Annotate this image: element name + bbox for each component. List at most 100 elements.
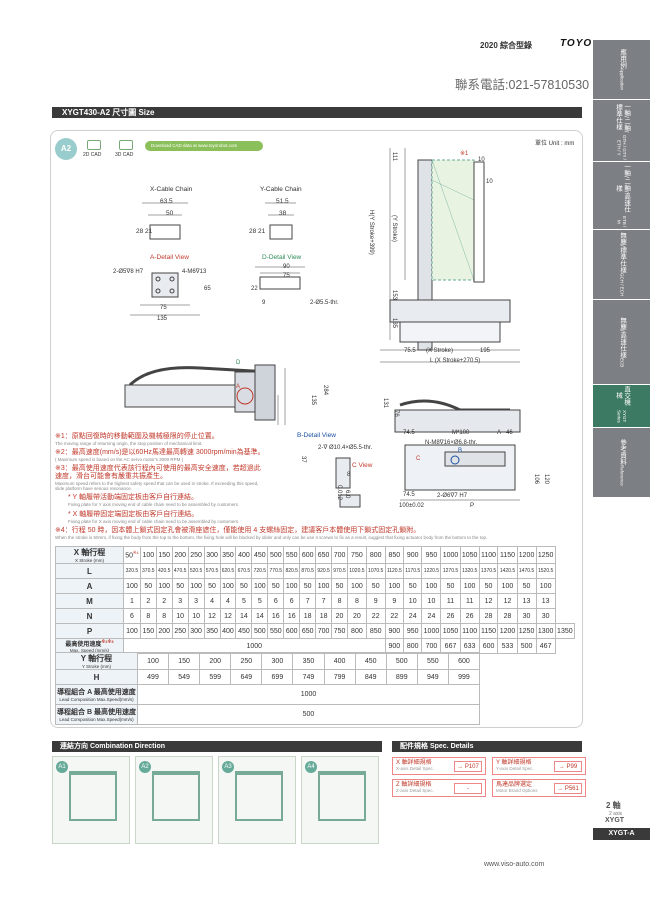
stroke-value: 450: [254, 551, 266, 559]
table-cell: 6: [123, 608, 141, 624]
table-cell: 8: [155, 608, 173, 624]
bottom-dim-9: 100±0.02: [399, 503, 424, 509]
spec-page-link[interactable]: → P107: [454, 761, 482, 772]
side-tab-en: Reference: [619, 465, 625, 486]
table-cell: 670.5: [235, 563, 253, 579]
table-cell: 1350: [554, 623, 576, 639]
note-4: * Y 軸履帶活動端固定板由客戶自行連結。Fixing plate for Y …: [68, 494, 240, 508]
table-cell: 10: [171, 608, 189, 624]
x-stroke-cell: 1100: [478, 546, 499, 564]
dim-10-a: 10: [478, 157, 485, 163]
stroke-value: 1200: [518, 551, 535, 559]
side-tab-en: GCH / ECH: [619, 273, 625, 297]
table-cell: 949: [416, 669, 449, 685]
table-cell: 1170.5: [402, 563, 423, 579]
table-cell: 100: [155, 578, 173, 594]
table-cell: 970.5: [331, 563, 348, 579]
stroke-value: 800: [369, 551, 382, 559]
label-c: C: [416, 456, 421, 462]
table-cell: 870.5: [299, 563, 317, 579]
spec-page-link[interactable]: → P99: [554, 761, 582, 772]
table-cell: 18: [315, 608, 333, 624]
table-cell: 720.5: [251, 563, 269, 579]
d-note-0: 90: [283, 264, 290, 270]
y-dim-38: 38: [279, 210, 287, 217]
table-cell: 24: [402, 608, 423, 624]
dim-x-stroke: (X Stroke): [426, 348, 454, 354]
d-note-3: 9: [262, 300, 266, 306]
stroke-value: 850: [388, 551, 401, 559]
dim-195: 195: [480, 348, 491, 354]
bottom-dim-8: 2-Ø6∇7 H7: [437, 493, 468, 499]
spec-page-link[interactable]: → P561: [554, 783, 582, 794]
table-cell: 50: [171, 578, 189, 594]
y-stroke-cell: 600: [447, 652, 481, 670]
combo-a2[interactable]: A2: [135, 756, 213, 844]
x-stroke-cell: 1150: [497, 546, 518, 564]
table-cell: 50: [331, 578, 348, 594]
page-title: XYGT430-A2 尺寸圖 Size: [62, 108, 155, 117]
table-cell: 150: [139, 623, 157, 639]
bottom-dim-1: M*100: [452, 430, 470, 436]
row-label: H: [55, 669, 138, 685]
table-cell: 600: [283, 623, 301, 639]
table-cell: 9: [384, 593, 405, 609]
y-stroke-cell: 550: [416, 652, 449, 670]
spec-zh: 馬達品牌選定: [496, 782, 533, 788]
dim-h: H(Y Stroke+399): [368, 210, 374, 255]
spec-zh: X 軸詳細規格: [396, 760, 432, 766]
table-cell: 420.5: [155, 563, 173, 579]
table-cell: 1200: [497, 623, 518, 639]
a-note-3: 75: [160, 305, 167, 311]
combo-a4[interactable]: A4: [301, 756, 379, 844]
table-cell: 5: [251, 593, 269, 609]
table-cell: 1370.5: [478, 563, 499, 579]
cad-3d-icon[interactable]: [119, 140, 133, 150]
table-cell: 1070.5: [365, 563, 386, 579]
table-cell: 100: [219, 578, 237, 594]
footer-url[interactable]: www.viso-auto.com: [484, 861, 545, 868]
y-dim-51: 51.5: [276, 198, 289, 205]
spec-zh: Z 軸詳細規格: [396, 782, 432, 788]
axis-count: 2 軸: [606, 801, 621, 810]
cad-download-link[interactable]: Download CAD data at www.toyorobot.com: [145, 141, 263, 151]
y-stroke-header-en: Y Stroke (mm): [82, 664, 111, 669]
table-cell: 100: [421, 578, 442, 594]
stroke-mark: ※4: [133, 550, 139, 556]
spec-page-link[interactable]: -: [454, 783, 482, 794]
combo-a1[interactable]: A1: [52, 756, 130, 844]
note-1: ※1：原點回復時的移動範圍及機械極限的停止位置。The moving range…: [55, 433, 219, 447]
table-cell: 10: [402, 593, 423, 609]
table-cell: 520.5: [187, 563, 205, 579]
bottom-dim-2: A: [497, 430, 502, 436]
cad-2d-icon[interactable]: [87, 140, 101, 150]
table-cell: 900: [384, 623, 405, 639]
dim-284: 284: [322, 385, 328, 396]
spec-bar: 配件規格 Spec. Details: [392, 741, 582, 752]
y-dim-28: 28: [249, 228, 257, 235]
lead-b-value: 500: [136, 704, 481, 725]
combination-bar: 連結方向 Combination Direction: [52, 741, 382, 752]
combo-a3[interactable]: A3: [218, 756, 296, 844]
y-stroke-header-zh: Y 軸行程: [80, 654, 113, 663]
